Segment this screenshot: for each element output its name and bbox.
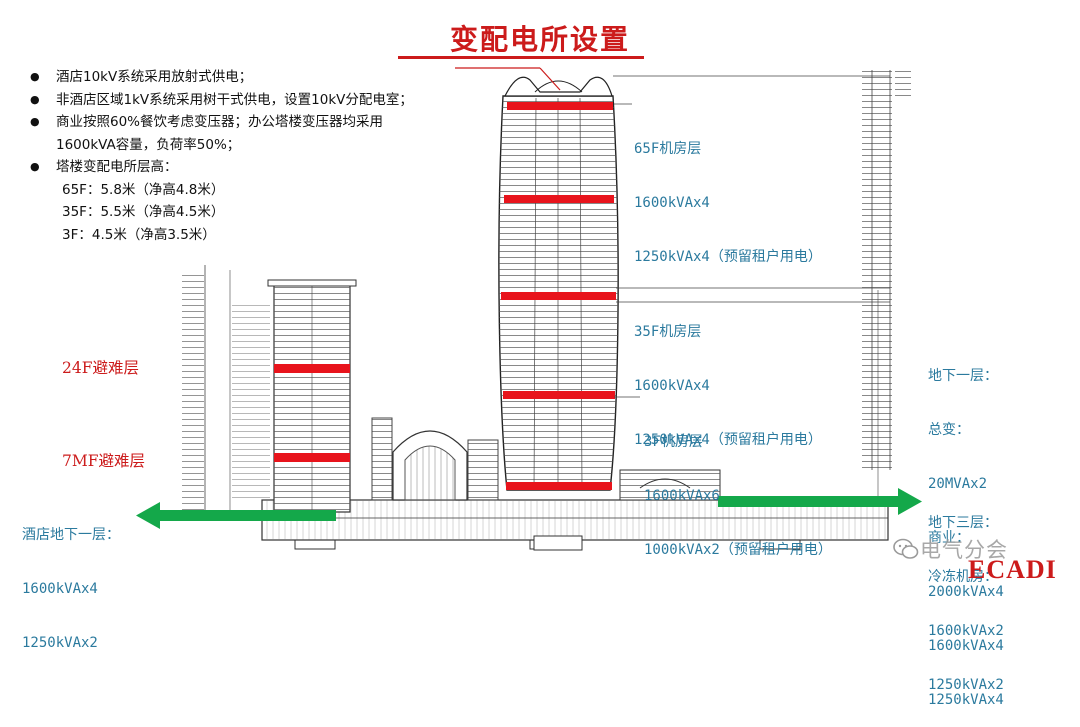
- main-tower: [498, 76, 619, 551]
- machine-floor-band-3f: [506, 482, 612, 490]
- bullet-item: ●塔楼变配电所层高：: [30, 156, 413, 179]
- bullet-dot-icon: ●: [30, 92, 40, 106]
- atrium-pavilion: [371, 417, 499, 501]
- height-3f: 3F：4.5米（净高3.5米）: [62, 226, 216, 243]
- building-section-drawing: [136, 66, 922, 551]
- bullet-dot-icon: ●: [30, 115, 40, 128]
- floor-band-lower: [503, 391, 615, 399]
- refuge-floor-band-7mf: [274, 453, 350, 462]
- bullet-continuation: 1600kVA容量，负荷率50%；: [56, 136, 241, 153]
- refuge-floor-7mf-label: 7MF避难层: [62, 452, 145, 470]
- bullet-item: ●非酒店区域1kV系统采用树干式供电，设置10kV分配电室；: [30, 89, 413, 112]
- ecadi-logo: ECADI: [968, 555, 1057, 584]
- height-35f: 35F：5.5米（净高4.5米）: [62, 204, 225, 220]
- refuge-floor-24f-label: 24F避难层: [62, 359, 139, 377]
- bullet-item: ●商业按照60%餐饮考虑变压器；办公塔楼变压器均采用: [30, 111, 413, 134]
- refuge-floor-band-24f: [274, 364, 350, 373]
- floor-band-upper: [504, 195, 614, 203]
- room-3f: 3F机房层 1600kVAx6 1000kVAx2（预留租户用电）: [644, 434, 832, 558]
- level-lines: [613, 75, 890, 398]
- room-hotel-b1: 酒店地下一层： 1600kVAx4 1250kVAx2: [22, 527, 120, 651]
- watermark-text: 电气分会: [920, 538, 1008, 562]
- wechat-icon: [893, 538, 919, 559]
- title-underline: [398, 56, 644, 59]
- bullet-item: ●酒店10kV系统采用放射式供电；: [30, 66, 413, 89]
- bullet-list: ●酒店10kV系统采用放射式供电； ●非酒店区域1kV系统采用树干式供电，设置1…: [30, 66, 413, 246]
- left-arrow-icon: [136, 502, 336, 529]
- room-35f: 35F机房层 1600kVAx4 1250kVAx4（预留租户用电）: [634, 324, 822, 448]
- hotel-tower: [182, 265, 357, 520]
- height-65f: 65F：5.8米（净高4.8米）: [62, 181, 225, 198]
- room-65f: 65F机房层 1600kVAx4 1250kVAx4（预留租户用电）: [634, 141, 822, 265]
- machine-floor-band-35f: [501, 292, 616, 300]
- machine-floor-band-65f: [507, 102, 613, 110]
- bullet-dot-icon: ●: [30, 160, 40, 173]
- slide-title: 变配电所设置: [449, 23, 630, 56]
- bullet-dot-icon: ●: [30, 70, 40, 83]
- right-arrow-icon: [718, 488, 922, 515]
- room-b3: 地下三层： 冷冻机房： 1600kVAx2 1250kVAx2: [928, 515, 1004, 693]
- right-dimension-strip: [862, 66, 911, 500]
